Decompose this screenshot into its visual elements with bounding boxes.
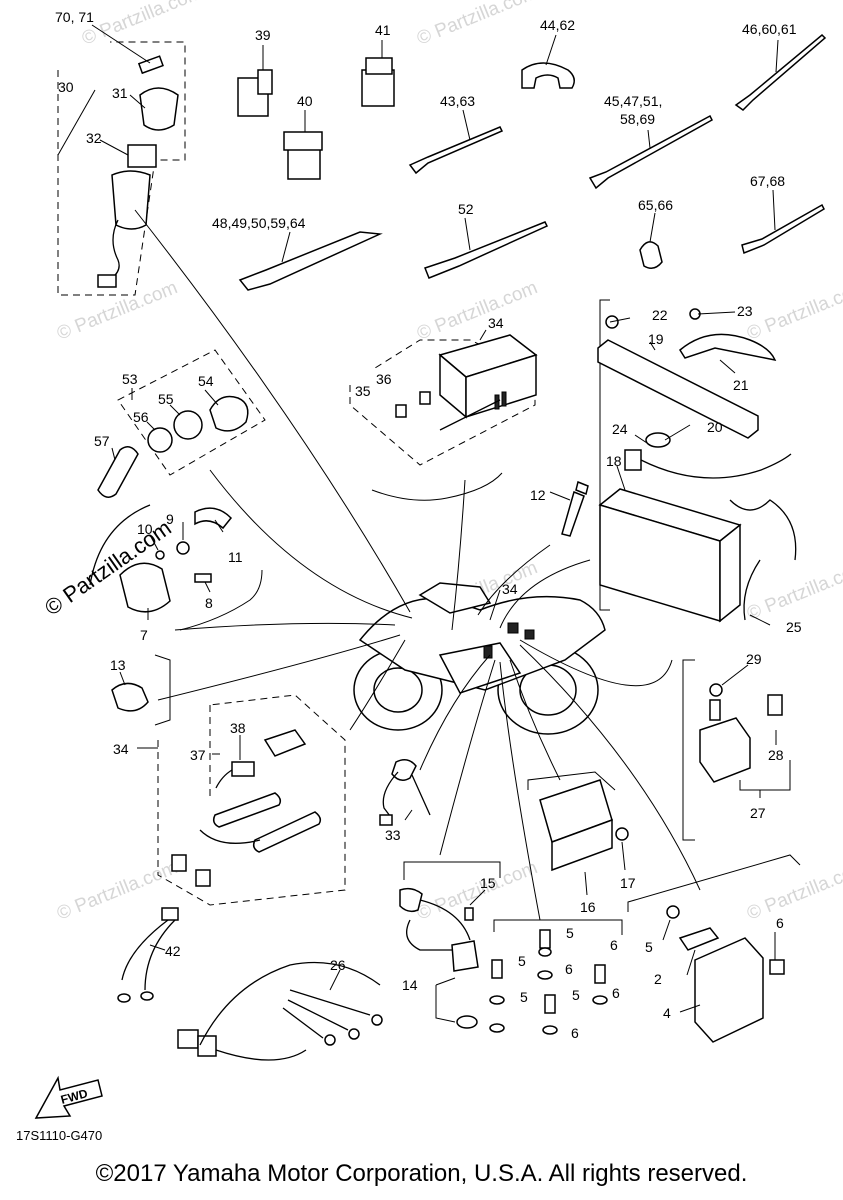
callout: 2	[654, 971, 662, 987]
callout: 7	[140, 627, 148, 643]
callout: 67,68	[750, 173, 785, 189]
callout: 34	[113, 741, 129, 757]
watermark: © Partzilla.com	[54, 277, 181, 344]
watermark: © Partzilla.com	[414, 0, 541, 50]
neutral-switch	[111, 654, 171, 726]
watermarks: © Partzilla.com © Partzilla.com © Partzi…	[54, 0, 843, 925]
callout: 29	[746, 651, 762, 667]
callout: 9	[166, 511, 174, 527]
callout: 17	[620, 875, 636, 891]
callout: 28	[768, 747, 784, 763]
callout: 44,62	[540, 17, 575, 33]
fwd-arrow: FWD	[34, 1075, 103, 1119]
ecu-group	[627, 854, 801, 1043]
callout: 34	[502, 581, 518, 597]
callout: 41	[375, 22, 391, 38]
diagram-code: 17S1110-G470	[16, 1128, 103, 1143]
watermark: © Partzilla.com	[744, 277, 843, 344]
callout: 25	[786, 619, 802, 635]
callout: 6	[571, 1025, 579, 1041]
callout: 10	[137, 521, 153, 537]
callout: 18	[606, 453, 622, 469]
callout: 5	[566, 925, 574, 941]
callout: 16	[580, 899, 596, 915]
callout: 37	[190, 747, 206, 763]
callout: 5	[520, 989, 528, 1005]
callout: 15	[480, 875, 496, 891]
callout: 5	[518, 953, 526, 969]
callout: 23	[737, 303, 753, 319]
callout: 58,69	[620, 111, 655, 127]
callout: 19	[648, 331, 664, 347]
callout: 54	[198, 373, 214, 389]
callout: 20	[707, 419, 723, 435]
callout: 65,66	[638, 197, 673, 213]
callout: 52	[458, 201, 474, 217]
callout: 36	[376, 371, 392, 387]
callout: 13	[110, 657, 126, 673]
relays	[237, 40, 395, 180]
callout: 4	[663, 1005, 671, 1021]
callout: 26	[330, 957, 346, 973]
callout: 34	[488, 315, 504, 331]
fuse-box-group	[349, 329, 538, 501]
callout: 55	[158, 391, 174, 407]
harness-26	[177, 961, 383, 1061]
callout: 6	[776, 915, 784, 931]
callouts: 70, 71 30 31 32 39 40 41 44,62 43,63 46,…	[55, 9, 802, 1041]
main-switch-group	[57, 24, 186, 296]
callout: 22	[652, 307, 668, 323]
sub-lead-42	[117, 907, 179, 1003]
callout: 6	[612, 985, 620, 1001]
cable-ties	[238, 33, 827, 291]
spark-plug	[549, 480, 589, 537]
callout: 53	[122, 371, 138, 387]
bolts-group	[489, 919, 623, 1035]
callout: 70, 71	[55, 9, 94, 25]
callout: 14	[402, 977, 418, 993]
fwd-label: FWD	[59, 1086, 89, 1107]
callout: 35	[355, 383, 371, 399]
callout: 27	[750, 805, 766, 821]
callout: 42	[165, 943, 181, 959]
callout: 12	[530, 487, 546, 503]
starter-group	[89, 504, 263, 631]
watermark: © Partzilla.com	[414, 857, 541, 924]
copyright-notice: ©2017 Yamaha Motor Corporation, U.S.A. A…	[95, 1160, 748, 1187]
callout: 43,63	[440, 93, 475, 109]
wire-harness-group	[137, 694, 346, 906]
callout: 45,47,51,	[604, 93, 662, 109]
callout: 11	[228, 549, 243, 565]
starter-relay-group	[682, 659, 791, 841]
callout: 46,60,61	[742, 21, 797, 37]
watermark: © Partzilla.com	[744, 557, 843, 624]
callout: 5	[572, 987, 580, 1003]
callout: 31	[112, 85, 128, 101]
accessory-socket-group	[97, 349, 266, 498]
watermark: © Partzilla.com	[744, 857, 843, 924]
callout: 32	[86, 130, 102, 146]
callout: 39	[255, 27, 271, 43]
callout: 6	[565, 961, 573, 977]
rectifier-group	[527, 771, 629, 896]
battery-group	[597, 299, 797, 626]
callout: 6	[610, 937, 618, 953]
vehicle-leaders	[134, 209, 701, 921]
callout: 40	[297, 93, 313, 109]
sensor-33	[379, 759, 431, 826]
callout: 5	[645, 939, 653, 955]
callout: 48,49,50,59,64	[212, 215, 306, 231]
callout: 56	[133, 409, 149, 425]
callout: 8	[205, 595, 213, 611]
callout: 24	[612, 421, 628, 437]
callout: 57	[94, 433, 110, 449]
callout: 30	[58, 79, 74, 95]
callout: 33	[385, 827, 401, 843]
callout: 21	[733, 377, 749, 393]
callout: 38	[230, 720, 246, 736]
watermark: © Partzilla.com	[414, 277, 541, 344]
sensor-14-group	[399, 861, 501, 1029]
